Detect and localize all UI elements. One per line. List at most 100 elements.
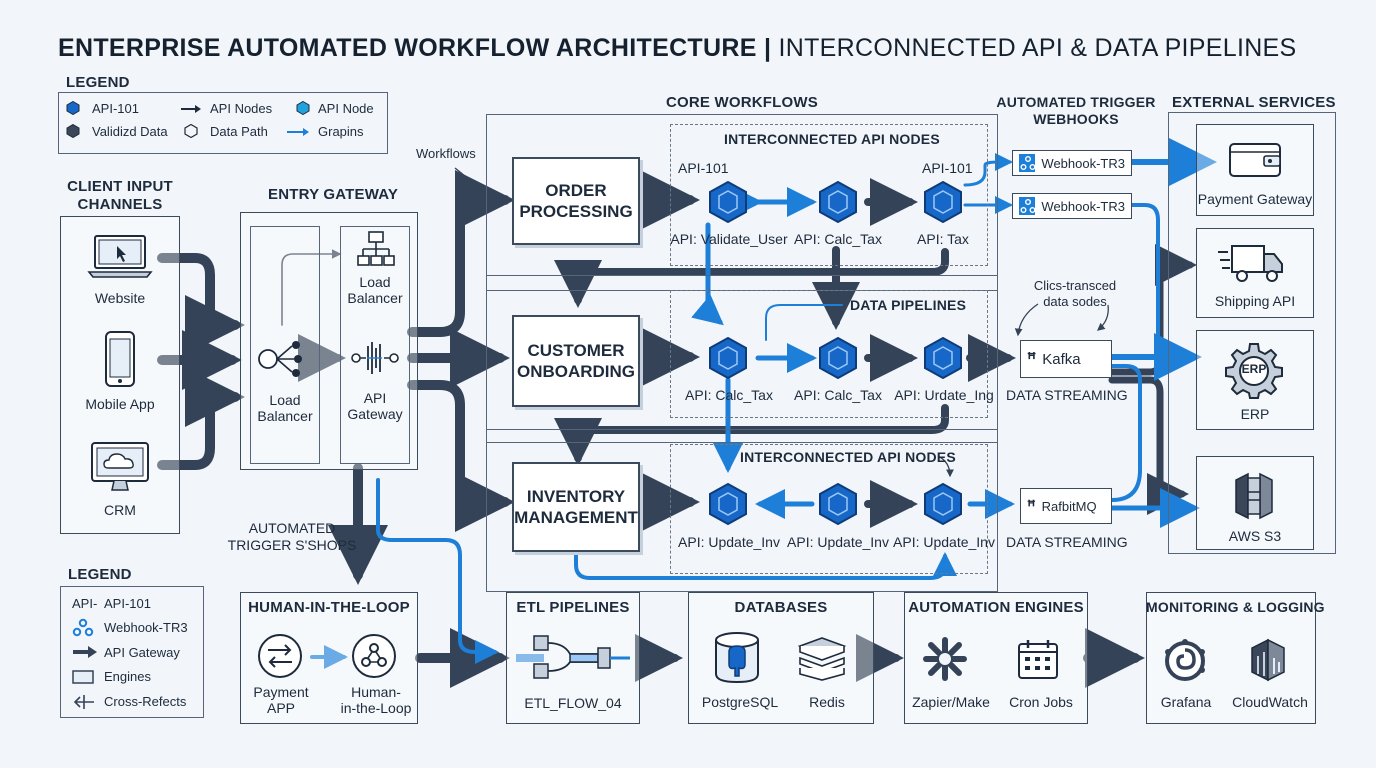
engine-box-icon <box>72 670 94 689</box>
core-row3-panel <box>486 442 998 592</box>
kafka-icon: ꟸ <box>1027 351 1037 368</box>
webhook-2[interactable]: Webhook-TR3 <box>1012 193 1132 219</box>
core-row2-nodes <box>670 290 988 418</box>
legend-top-title: LEGEND <box>66 74 130 91</box>
load-balancer-icon <box>256 336 306 387</box>
workflow-order-line2: PROCESSING <box>519 202 633 221</box>
etl-item: ETL_FLOW_04 <box>524 695 622 711</box>
connector-apigw-etl <box>376 478 499 664</box>
api-node-r3-1[interactable] <box>707 482 749 526</box>
connector-lb-loop <box>281 249 342 326</box>
api-node-r3-2[interactable] <box>817 482 859 526</box>
api-node-r1-2[interactable] <box>817 180 859 224</box>
webhook-1[interactable]: Webhook-TR3 <box>1012 150 1132 176</box>
connector-clics-note <box>1014 303 1039 337</box>
redis-icon <box>796 634 848 687</box>
gateway-lb-lane <box>250 226 320 464</box>
api-node-r3-3[interactable] <box>922 482 964 526</box>
legend-top-item-6: Grapins <box>318 124 364 139</box>
webhook-1-icon <box>1019 154 1036 172</box>
api-node-r1-3[interactable] <box>922 180 964 224</box>
gateway-api-line1: API <box>363 390 387 406</box>
wallet-icon <box>1228 138 1284 185</box>
api-node-r2-2[interactable] <box>817 336 859 380</box>
monitoring-item-cloudwatch: CloudWatch <box>1232 694 1308 710</box>
legend-top-item-3: API Node <box>318 101 374 116</box>
legend-bottom-item-2: Webhook-TR3 <box>104 620 188 635</box>
api-node-r3-1-label: API: Update_Inv <box>678 534 780 550</box>
legend-bottom-item-1-prefix: API- <box>72 596 98 611</box>
kafka-box[interactable]: ꟸ Kafka <box>1020 340 1112 378</box>
arrow-blue-icon <box>286 125 310 143</box>
annotation-clics-line1: Clics-transced <box>1033 278 1117 293</box>
annotation-clics: Clics-transced data sodes <box>1020 278 1130 310</box>
legend-top-item-5: Data Path <box>210 124 268 139</box>
legend-top-item-2: API Nodes <box>210 101 273 116</box>
api-node-r1-1[interactable] <box>707 180 749 224</box>
legend-bottom-item-1: API-101 <box>104 596 151 611</box>
gateway-lb-line1: Load <box>269 392 301 408</box>
automation-item-zapier: Zapier/Make <box>912 694 990 710</box>
gateway-lb-top-line1: Load <box>359 274 391 290</box>
human-title: HUMAN-IN-THE-LOOP <box>248 599 410 616</box>
legend-bottom <box>60 586 204 718</box>
api-node-r3-2-label: API: Update_Inv <box>787 534 889 550</box>
workflow-inventory-line1: INVENTORY <box>526 487 626 506</box>
triggers-title-line2: WEBHOOKS <box>1033 111 1119 127</box>
core-row1-above-left: API-101 <box>678 160 729 176</box>
core-row1-section: INTERCONNECTED API NODES <box>724 131 940 147</box>
streaming-label-1: DATA STREAMING <box>1006 387 1128 403</box>
rabbitmq-box[interactable]: ꟸ RafbitMQ <box>1020 488 1112 524</box>
api-node-r1-2-label: API: Calc_Tax <box>794 231 882 247</box>
legend-top-item-4: Validizd Data <box>92 124 168 139</box>
external-panel <box>1168 112 1336 554</box>
external-aws-label: AWS S3 <box>1228 528 1282 544</box>
workflow-onboarding-line2: ONBOARDING <box>516 362 636 381</box>
postgresql-icon <box>712 630 762 691</box>
triggers-title-line1: AUTOMATED TRIGGER <box>996 94 1156 110</box>
smartphone-icon <box>100 330 140 395</box>
gateway-api-lane <box>340 226 410 464</box>
databases-item-redis: Redis <box>809 694 845 710</box>
gateway-lb-label: Load Balancer <box>244 392 326 424</box>
connector-gw-inventory <box>407 380 515 532</box>
api-node-r2-3[interactable] <box>922 336 964 380</box>
external-shipping-label: Shipping API <box>1214 293 1296 309</box>
monitoring-title: MONITORING & LOGGING <box>1146 599 1325 615</box>
workflow-inventory-line2: MANAGEMENT <box>514 508 638 527</box>
api-node-r1-1-label: API: Validate_User <box>670 231 788 247</box>
aws-s3-icon <box>1228 470 1280 527</box>
gateway-lb-top-line2: Balancer <box>347 290 403 306</box>
api-node-r2-1[interactable] <box>707 336 749 380</box>
gateway-api-label: API Gateway <box>334 390 416 422</box>
webhook-1-label: Webhook-TR3 <box>1041 155 1125 171</box>
external-erp-label: ERP <box>1240 406 1270 422</box>
client-item-mobile: Mobile App <box>85 396 155 412</box>
core-row1-above-right: API-101 <box>922 160 973 176</box>
core-title: CORE WORKFLOWS <box>666 94 818 111</box>
api-node-r2-3-label: API: Urdate_Ing <box>894 387 994 403</box>
hexagon-outline-icon <box>184 123 198 143</box>
human-right-label: Human- in-the-Loop <box>336 684 416 716</box>
connector-loop-row2 <box>554 404 949 466</box>
api-node-r3-3-label: API: Update_Inv <box>893 534 995 550</box>
client-item-website: Website <box>94 290 146 306</box>
automation-item-cron: Cron Jobs <box>1009 694 1073 710</box>
client-title-line1: CLIENT INPUT <box>67 178 173 195</box>
streaming-label-2: DATA STREAMING <box>1006 534 1128 550</box>
etl-title: ETL PIPELINES <box>516 599 630 616</box>
external-shipping[interactable] <box>1196 228 1314 318</box>
load-balancer-top-icon <box>356 230 396 275</box>
connector-workflows-note <box>454 167 483 191</box>
human-left-line2: APP <box>266 700 295 716</box>
hexagon-filled-blue-icon <box>66 100 80 120</box>
automation-title: AUTOMATION ENGINES <box>908 599 1084 616</box>
workflow-inventory-management[interactable]: INVENTORY MANAGEMENT <box>512 462 640 552</box>
client-item-crm: CRM <box>104 502 136 518</box>
gateway-title: ENTRY GATEWAY <box>268 186 399 203</box>
legend-bottom-item-5: Cross-Refects <box>104 694 187 709</box>
